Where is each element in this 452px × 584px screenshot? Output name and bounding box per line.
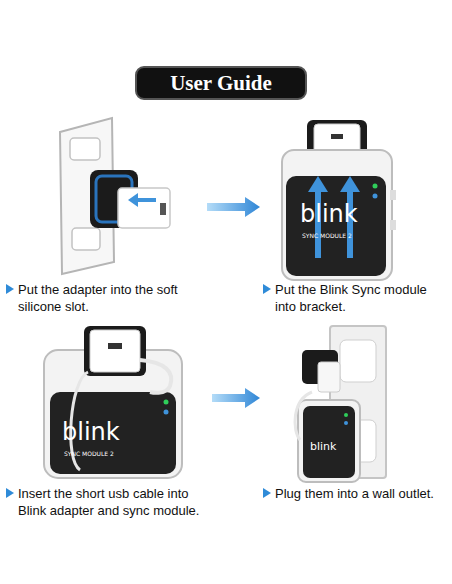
step-caption: Insert the short usb cable into Blink ad… — [5, 485, 210, 519]
module-text: SYNC MODULE 2 — [302, 232, 352, 239]
caption-text: Put the Blink Sync module into bracket. — [275, 282, 427, 314]
brand-text: blink — [300, 200, 358, 228]
step-caption: Put the adapter into the soft silicone s… — [5, 281, 195, 315]
bullet-triangle — [263, 284, 271, 294]
flow-arrow — [207, 197, 260, 217]
title-pill: User Guide — [135, 66, 307, 100]
step-caption: Plug them into a wall outlet. — [262, 485, 452, 502]
step-box: Put the adapter into the soft silicone s… — [5, 113, 205, 313]
module-text: SYNC MODULE 2 — [64, 450, 114, 457]
step3-art — [44, 326, 182, 478]
caption-text: Insert the short usb cable into Blink ad… — [18, 486, 199, 518]
bullet-triangle — [6, 488, 14, 498]
step-caption: Put the Blink Sync module into bracket. — [262, 281, 447, 315]
bullet-triangle — [263, 488, 271, 498]
caption-text: Put the adapter into the soft silicone s… — [18, 282, 178, 314]
step1-art — [60, 118, 170, 274]
bullet-triangle — [6, 284, 14, 294]
caption-text: Plug them into a wall outlet. — [275, 486, 434, 501]
brand-text: blink — [62, 418, 120, 446]
step2-art — [282, 120, 396, 280]
flow-arrow — [212, 388, 260, 408]
step-box: Plug them into a wall outlet. — [262, 323, 452, 533]
step4-art — [295, 326, 386, 482]
brand-text: blink — [310, 440, 336, 453]
